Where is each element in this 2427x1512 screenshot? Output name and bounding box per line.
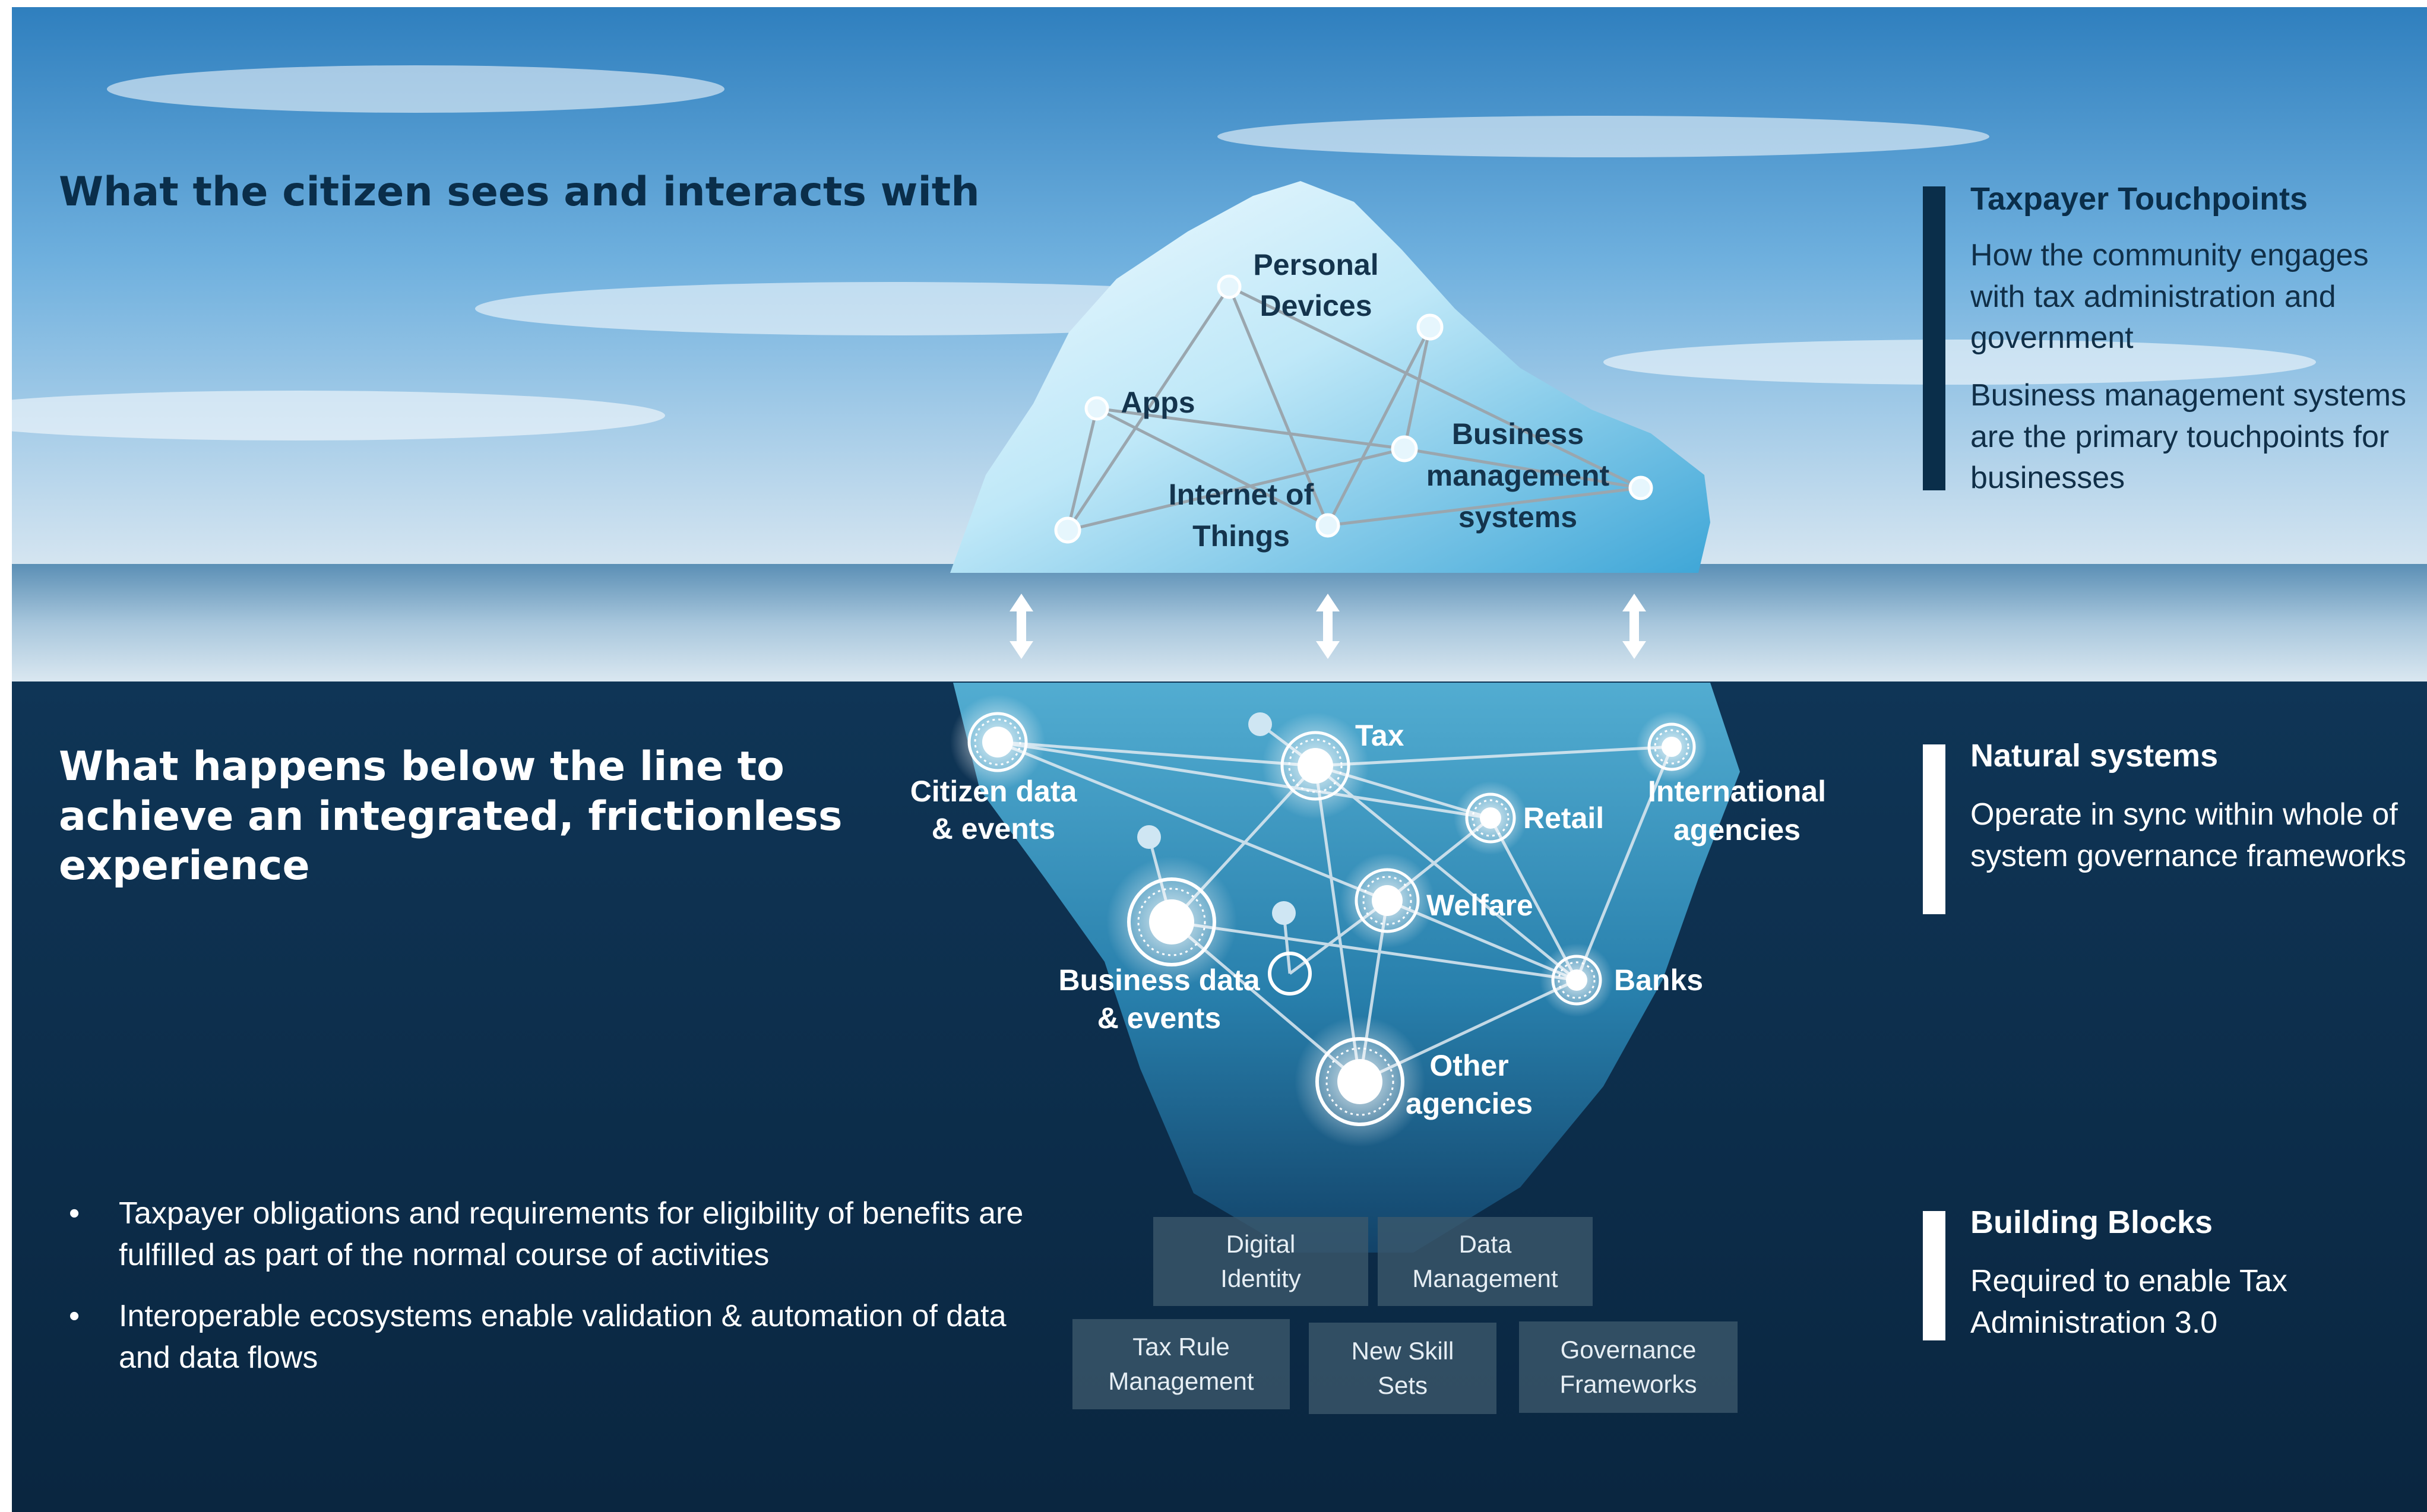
panel-description: How the community engages with tax admin… [1970,238,2369,356]
iceberg-top [950,181,1710,573]
side-panel-touchpoints: Taxpayer Touchpoints How the community e… [1923,181,2406,495]
bullet-icon: • [69,1196,80,1231]
node-label-international: International [1648,775,1826,808]
sea-surface [12,564,2427,683]
node-label-retail: Retail [1523,801,1604,835]
node-label-citizen-events: & events [932,812,1055,845]
node-label-citizen-data: Citizen data [910,775,1078,808]
node-label-international-agencies: agencies [1673,813,1801,847]
node-label-systems: systems [1458,500,1577,534]
panel-description: Operate in sync within whole of system g… [1970,797,2407,873]
network-node-icon [1054,274,1653,544]
heading-below-line: What happens below the line to achieve a… [59,743,843,890]
labels-above: Personal Devices Apps Internet of Things… [1121,248,1610,553]
node-label-management: management [1426,459,1610,492]
node-label-business: Business [1452,417,1584,451]
side-panel-natural-systems: Natural systems Operate in sync within w… [1923,738,2406,917]
bullet-list: •Taxpayer obligations and requirements f… [65,1193,1027,1399]
panel-title: Natural systems [1970,738,2219,774]
node-label-internet-of: Internet of [1169,478,1314,511]
network-above [1066,285,1642,532]
network-node-icon [950,695,1707,1147]
list-item: •Interoperable ecosystems enable validat… [65,1296,1027,1378]
panel-bar [1923,186,1945,490]
node-label-apps: Apps [1121,386,1195,419]
node-label-personal: Personal [1253,248,1378,281]
building-block-tax-rule-management: Tax Rule Management [1072,1319,1290,1409]
panel-description-secondary: Business management systems are the prim… [1970,378,2407,496]
node-label-things: Things [1192,519,1290,553]
heading-above-line: What the citizen sees and interacts with [59,169,980,215]
panel-bar [1923,744,1945,914]
node-label-business-data: Business data [1058,963,1260,997]
labels-below: Citizen data & events Tax International … [910,719,1826,1120]
iceberg-underwater [953,683,1740,1253]
bullet-icon: • [69,1299,80,1334]
node-label-welfare: Welfare [1426,889,1533,922]
node-label-banks: Banks [1614,963,1703,997]
building-block-data-management: Data Management [1378,1217,1593,1306]
list-item: •Taxpayer obligations and requirements f… [65,1193,1027,1276]
panel-title: Taxpayer Touchpoints [1970,181,2308,217]
node-label-tax: Tax [1355,719,1404,752]
node-label-business-events: & events [1097,1001,1221,1035]
panel-description: Required to enable Tax Administration 3.… [1970,1264,2287,1340]
node-label-devices: Devices [1260,289,1372,322]
node-label-other-agencies: agencies [1406,1087,1533,1120]
building-block-new-skill-sets: New Skill Sets [1309,1323,1496,1414]
panel-title: Building Blocks [1970,1204,2213,1240]
building-block-digital-identity: Digital Identity [1153,1217,1368,1306]
side-panel-building-blocks: Building Blocks Required to enable Tax A… [1923,1204,2398,1342]
node-label-other: Other [1429,1049,1508,1082]
double-arrow-icon [1010,594,1646,659]
building-block-governance-frameworks: Governance Frameworks [1519,1321,1738,1413]
panel-bar [1923,1211,1945,1340]
